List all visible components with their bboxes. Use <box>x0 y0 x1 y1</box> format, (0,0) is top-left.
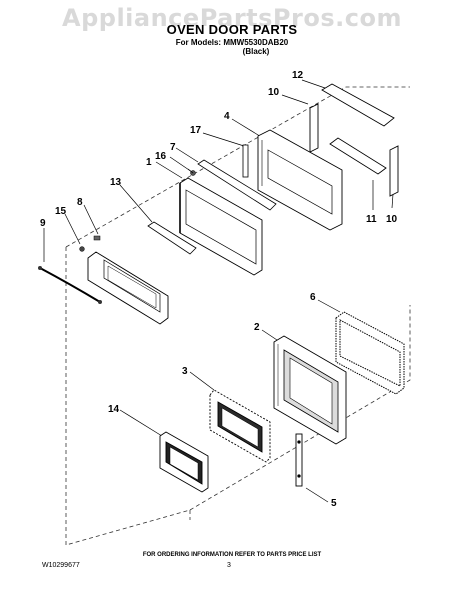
part-4-inner-door-panel <box>257 129 343 231</box>
part-10-side-trim-lower <box>389 145 399 197</box>
callout-3: 3 <box>182 366 188 377</box>
callout-7: 7 <box>170 142 176 153</box>
color-variant: (Black) <box>242 47 270 56</box>
callout-16: 16 <box>155 151 167 162</box>
callout-4: 4 <box>224 111 230 122</box>
callout-labels: 12 10 4 17 7 16 1 13 8 15 9 11 10 6 2 3 … <box>40 70 398 509</box>
callout-5: 5 <box>331 498 337 509</box>
callout-13: 13 <box>110 177 122 188</box>
callout-15: 15 <box>55 206 67 217</box>
callout-10-lower: 10 <box>386 214 398 225</box>
part-14-window-pack <box>159 431 209 493</box>
part-10-side-trim-upper <box>309 103 319 153</box>
callout-2: 2 <box>254 322 260 333</box>
part-1-door-frame <box>179 177 263 276</box>
part-16-screw-icon <box>187 168 196 176</box>
part-6-gasket <box>335 311 405 395</box>
part-9-handle <box>38 266 102 304</box>
outer-door-panel <box>87 251 169 325</box>
part-8-clip-icon <box>93 235 101 241</box>
part-13-handle-spacer <box>147 221 197 255</box>
part-15-screw-icon <box>79 246 85 252</box>
page-title: OVEN DOOR PARTS <box>166 22 298 37</box>
callout-17: 17 <box>190 125 202 136</box>
callout-1: 1 <box>146 157 152 168</box>
part-5-hinge <box>295 433 303 487</box>
page-number: 3 <box>227 562 231 569</box>
part-3-window-assembly <box>209 389 271 463</box>
watermark: AppliancePartsPros.com <box>62 4 402 32</box>
part-2-door-liner <box>273 335 347 445</box>
part-17-strip <box>242 144 249 178</box>
callout-8: 8 <box>77 197 83 208</box>
callout-9: 9 <box>40 218 46 229</box>
callout-11: 11 <box>366 214 377 225</box>
ordering-note: FOR ORDERING INFORMATION REFER TO PARTS … <box>142 552 322 558</box>
callout-12: 12 <box>292 70 304 81</box>
callout-14: 14 <box>108 404 120 415</box>
part-11-bottom-trim <box>329 137 387 175</box>
assembly-outline <box>65 86 411 546</box>
part-12-top-trim <box>321 83 395 127</box>
leader-lines <box>43 79 395 503</box>
model-subtitle: For Models: MMW5530DAB20 <box>175 38 289 47</box>
document-number: W10299677 <box>42 562 80 569</box>
callout-6: 6 <box>310 292 316 303</box>
callout-10-upper: 10 <box>268 87 280 98</box>
part-7-spacer <box>197 159 277 211</box>
